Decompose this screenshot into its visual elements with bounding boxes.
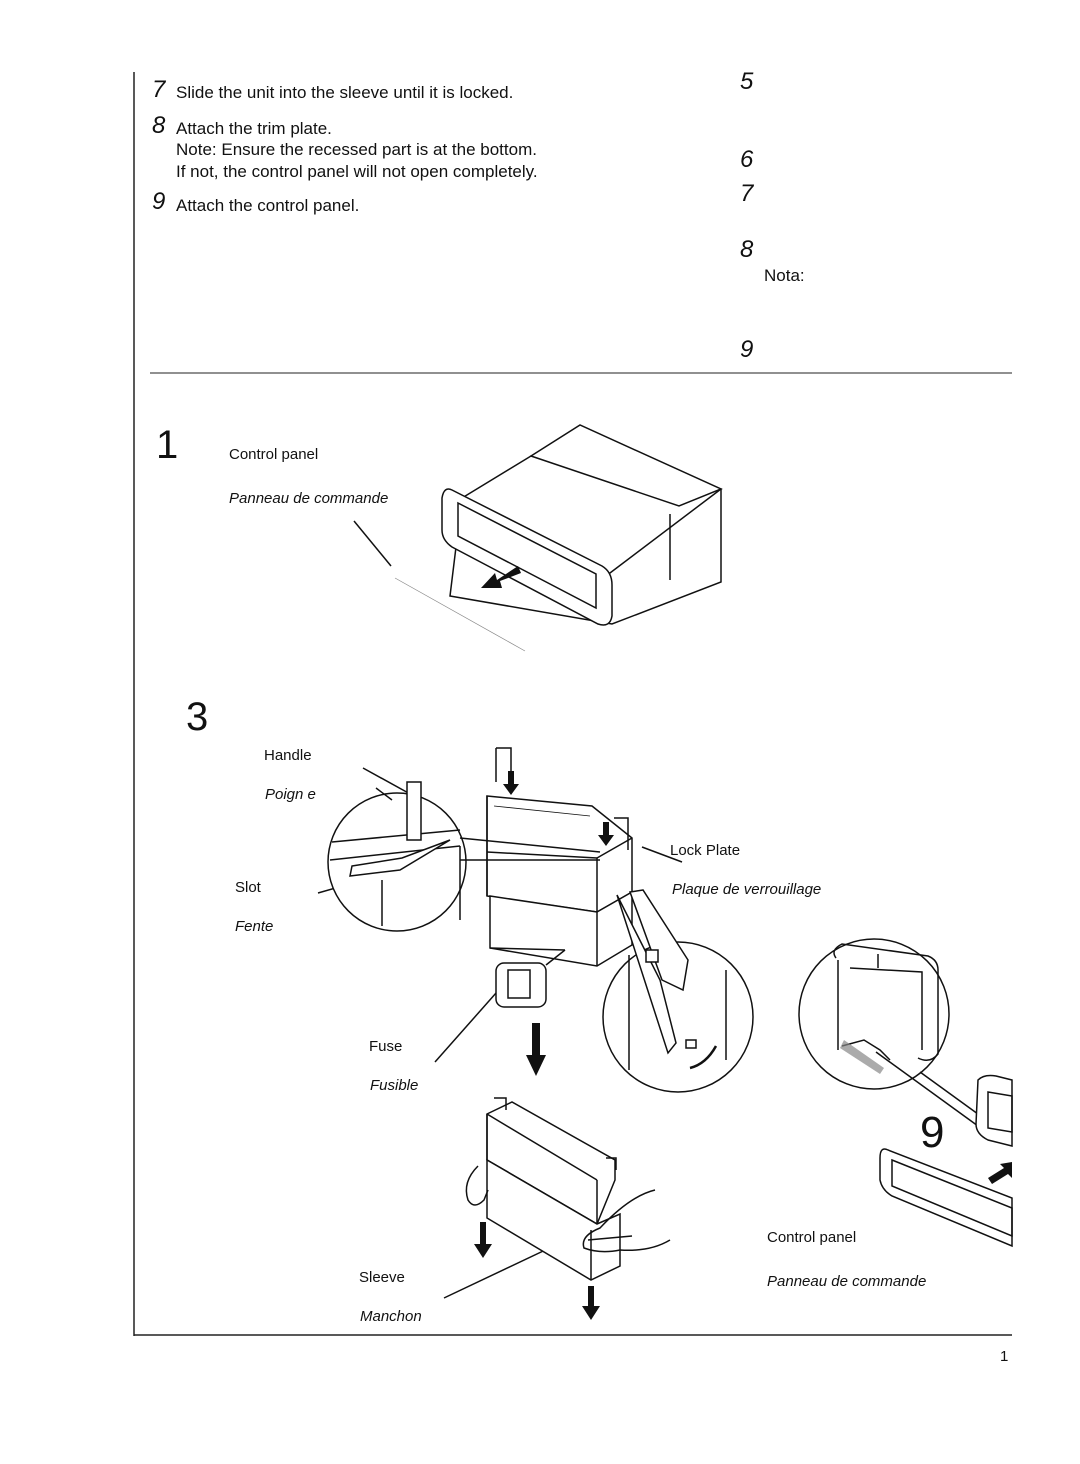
fuse-label-fr: Fusible — [370, 1077, 419, 1094]
handle-label-en: Handle — [264, 747, 312, 764]
step-8-note-line1: Note: Ensure the recessed part is at the… — [176, 140, 537, 159]
step-9-number: 9 — [152, 188, 166, 215]
right-step-8-number: 8 — [740, 236, 754, 263]
step-7-number: 7 — [152, 76, 166, 103]
slot-label-fr: Fente — [235, 918, 274, 935]
step-8-number: 8 — [152, 112, 166, 139]
figure-9-step-number: 9 — [920, 1108, 945, 1157]
handle-label-fr: Poign e — [265, 786, 316, 803]
step-8-note-line2: If not, the control panel will not open … — [176, 162, 538, 181]
figure-9-label-fr: Panneau de commande — [767, 1273, 927, 1290]
step-8-text: Attach the trim plate. — [176, 119, 332, 138]
page-number: 1 — [1000, 1348, 1009, 1365]
figure-1-label-fr: Panneau de commande — [229, 490, 389, 507]
figure-9-label-en: Control panel — [767, 1229, 857, 1246]
right-step-7-number: 7 — [740, 180, 754, 207]
figure-3-step-number: 3 — [186, 695, 209, 739]
right-step-9-number: 9 — [740, 336, 754, 363]
lock-plate-label-en: Lock Plate — [670, 842, 741, 859]
right-step-6-number: 6 — [740, 146, 754, 173]
sleeve-label-fr: Manchon — [360, 1308, 422, 1325]
right-step-8-nota: Nota: — [764, 266, 805, 285]
lock-plate-label-fr: Plaque de verrouillage — [672, 881, 822, 898]
figure-1-step-number: 1 — [156, 423, 179, 467]
fuse-label-en: Fuse — [369, 1038, 403, 1055]
figure-1-label-en: Control panel — [229, 446, 319, 463]
step-7-text: Slide the unit into the sleeve until it … — [176, 83, 514, 102]
right-step-5-number: 5 — [740, 68, 754, 95]
sleeve-label-en: Sleeve — [359, 1269, 405, 1286]
slot-label-en: Slot — [235, 879, 261, 896]
step-9-text: Attach the control panel. — [176, 196, 360, 215]
